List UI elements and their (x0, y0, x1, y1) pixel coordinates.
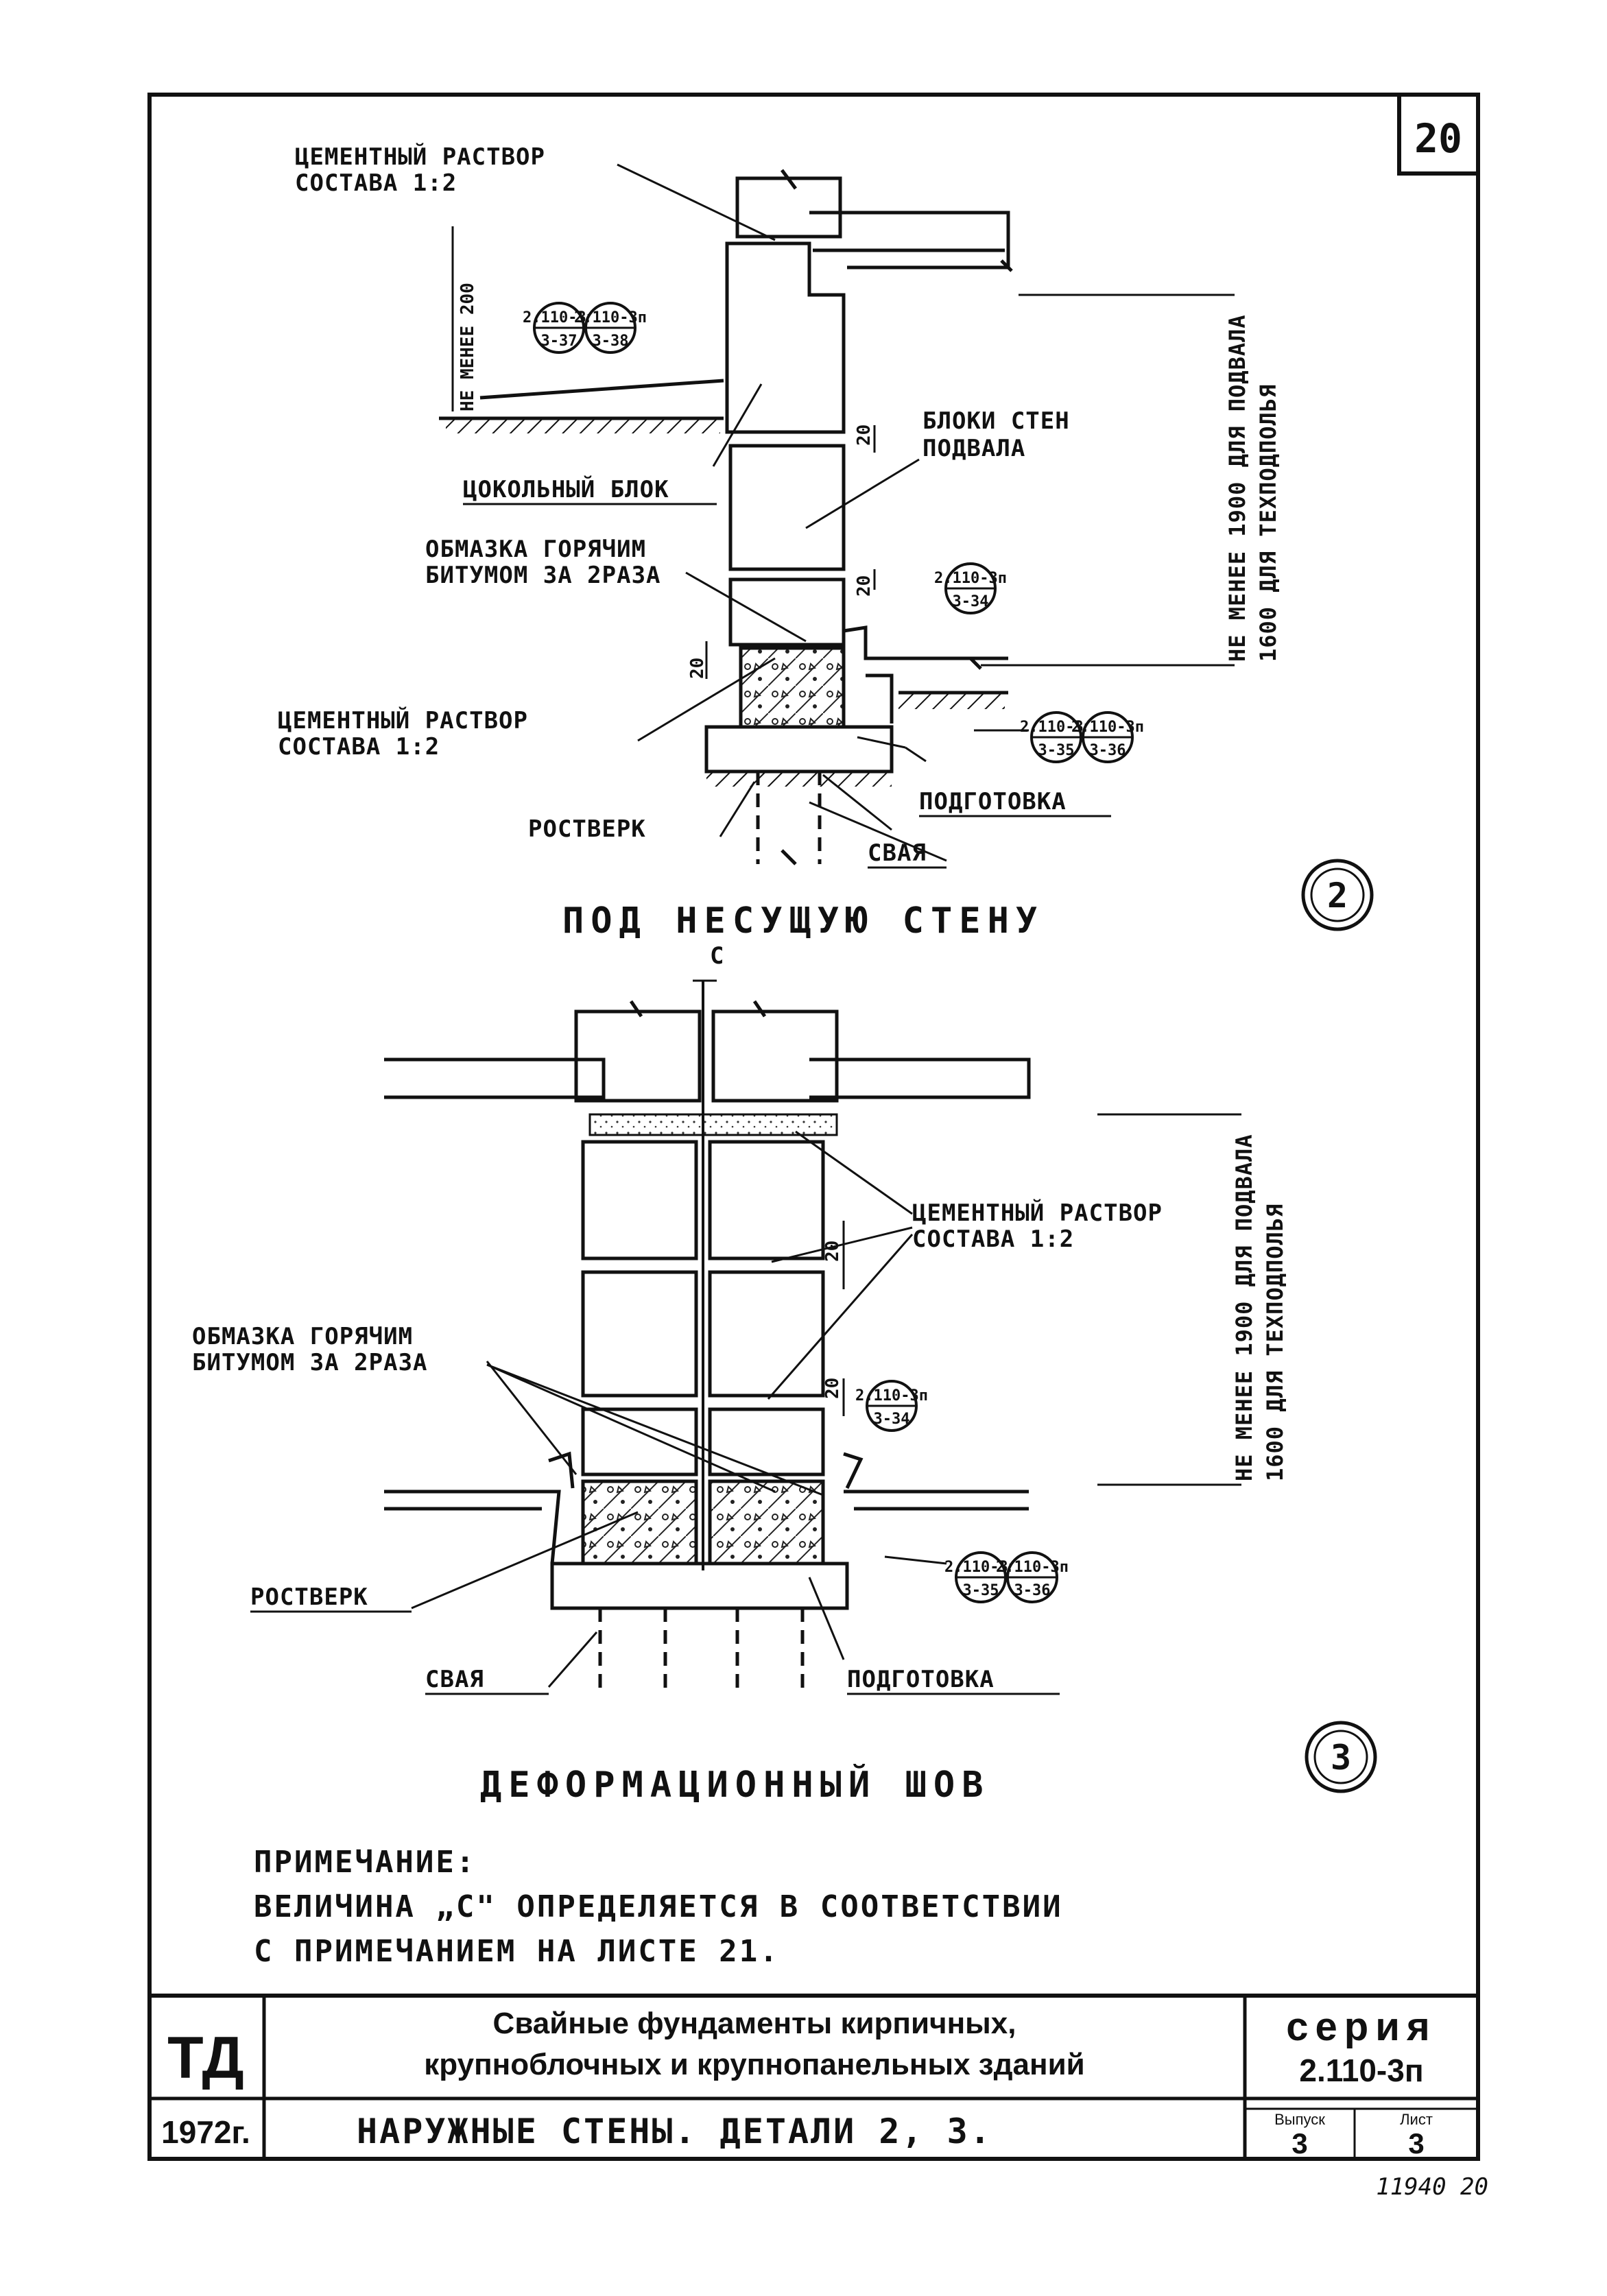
d3-ref-bubble-3-34: 2.110-3п 3-34 (855, 1380, 928, 1432)
preparation-label: ПОДГОТОВКА (847, 1666, 995, 1693)
sheet-frame (147, 93, 1480, 2161)
ref4-top-label: 2.110-3п (1020, 719, 1093, 736)
ref5-bot-label: 3-36 (1090, 742, 1126, 759)
ref2-bot-label: 3-38 (593, 333, 629, 350)
dim-20-c-label: 20 (687, 658, 708, 679)
min-depth-left-label: НЕ МЕНЕЕ 200 (457, 283, 478, 411)
detail-2-caption: ПОД НЕСУЩУЮ СТЕНУ (562, 900, 1044, 942)
mortar-2-label: СОСТАВА 1:2 (912, 1225, 1074, 1253)
note-block: ПРИМЕЧАНИЕ: ВЕЛИЧИНА „С" ОПРЕДЕЛЯЕТСЯ В … (254, 1845, 1063, 1969)
bitumen-1-label: ОБМАЗКА ГОРЯЧИМ (425, 536, 646, 563)
footer-stamp: 11940 20 (1376, 2173, 1488, 2201)
dim-20-a-label: 20 (822, 1241, 843, 1262)
ref2-top-label: 2.110-3п (944, 1559, 1017, 1576)
height-2-label: 1600 ДЛЯ ТЕХПОДПОЛЬЯ (1262, 1204, 1288, 1481)
bitumen-1-label: ОБМАЗКА ГОРЯЧИМ (192, 1323, 413, 1350)
detail-3-labels: С ЦЕМЕНТНЫЙ РАСТВОР СОСТАВА 1:2 ОБМАЗКА … (192, 942, 1377, 1806)
d3-ref-bubble-3-36: 2.110-3п 3-36 (996, 1551, 1069, 1603)
mortar-bot-2-label: СОСТАВА 1:2 (278, 733, 440, 761)
bitumen-2-label: БИТУМОМ ЗА 2РАЗА (192, 1349, 428, 1376)
ref3-top-label: 2.110-3п (996, 1559, 1069, 1576)
detail-2-drawing (439, 163, 1235, 865)
ref5-top-label: 2.110-3п (1071, 719, 1144, 736)
d3-ref-bubble-3-35: 2.110-3п 3-35 (944, 1551, 1017, 1603)
ref2-bot-label: 3-35 (963, 1582, 999, 1599)
grillage-label: РОСТВЕРК (528, 815, 646, 843)
height-1-label: НЕ МЕНЕЕ 1900 ДЛЯ ПОДВАЛА (1224, 314, 1250, 662)
number-label: 2 (1327, 876, 1348, 916)
mortar-1-label: ЦЕМЕНТНЫЙ РАСТВОР (912, 1199, 1163, 1227)
ref1-top-label: 2.110-3п (855, 1387, 928, 1404)
number-label: 3 (1331, 1738, 1351, 1778)
sheet-subtitle: НАРУЖНЫЕ СТЕНЫ. ДЕТАЛИ 2, 3. (357, 2112, 992, 2151)
preparation-label: ПОДГОТОВКА (919, 788, 1067, 815)
detail-2-labels: ЦЕМЕНТНЫЙ РАСТВОР СОСТАВА 1:2 НЕ МЕНЕЕ 2… (278, 143, 1374, 942)
issue-label: Выпуск (1274, 2111, 1325, 2128)
c-mark-label: С (710, 942, 724, 970)
ref4-bot-label: 3-35 (1038, 742, 1075, 759)
sheet-label: Лист (1400, 2111, 1433, 2128)
ref1-bot-label: 3-37 (541, 333, 578, 350)
height-2-label: 1600 ДЛЯ ТЕХПОДПОЛЬЯ (1255, 384, 1281, 662)
detail-3-drawing (384, 979, 1241, 1694)
ref-bubble-3-36: 2.110-3п 3-36 (1071, 711, 1144, 763)
basement-blocks-1-label: БЛОКИ СТЕН (922, 407, 1070, 435)
series-label: серия (1286, 2005, 1436, 2049)
ref3-bot-label: 3-36 (1014, 1582, 1051, 1599)
heading-label: ПРИМЕЧАНИЕ: (254, 1845, 476, 1880)
title-block: ТД 1972г. Свайные фундаменты кирпичных, … (150, 1994, 1478, 2160)
series-value: 2.110-3п (1299, 2053, 1423, 2088)
dim-20-b-label: 20 (854, 575, 874, 597)
mortar-top-2-label: СОСТАВА 1:2 (295, 169, 457, 197)
issue-value: 3 (1291, 2127, 1307, 2160)
detail-3-caption: ДЕФОРМАЦИОННЫЙ ШОВ (480, 1764, 990, 1806)
mortar-top-1-label: ЦЕМЕНТНЫЙ РАСТВОР (295, 143, 545, 171)
ref2-top-label: 2.110-3п (574, 309, 647, 326)
sheet-number: 20 (1414, 115, 1462, 162)
height-1-label: НЕ МЕНЕЕ 1900 ДЛЯ ПОДВАЛА (1231, 1134, 1257, 1481)
ref3-bot-label: 3-34 (953, 593, 989, 610)
ref-bubble-3-35: 2.110-3п 3-35 (1020, 711, 1093, 763)
bitumen-2-label: БИТУМОМ ЗА 2РАЗА (425, 562, 661, 589)
mortar-bot-1-label: ЦЕМЕНТНЫЙ РАСТВОР (278, 706, 528, 734)
org-code: ТД (167, 2025, 244, 2091)
ref1-bot-label: 3-34 (874, 1411, 910, 1428)
ref3-top-label: 2.110-3п (934, 570, 1007, 587)
ref-bubble-3-38: 2.110-3п 3-38 (574, 302, 647, 354)
dim-20-a-label: 20 (854, 424, 874, 446)
dim-20-b-label: 20 (822, 1378, 843, 1399)
sheet-value: 3 (1408, 2127, 1424, 2160)
sheet-number-box: 20 (1397, 93, 1480, 176)
ref-bubble-3-34: 2.110-3п 3-34 (934, 562, 1007, 614)
line2-label: С ПРИМЕЧАНИЕМ НА ЛИСТЕ 21. (254, 1934, 780, 1969)
title-line-2: крупноблочных и крупнопанельных зданий (424, 2048, 1084, 2081)
pile-label: СВАЯ (425, 1666, 484, 1693)
basement-blocks-2-label: ПОДВАЛА (922, 435, 1025, 462)
plinth-block-label: ЦОКОЛЬНЫЙ БЛОК (463, 475, 669, 503)
ref-bubble-3-37: 2.110-3п 3-37 (523, 302, 595, 354)
line1-label: ВЕЛИЧИНА „С" ОПРЕДЕЛЯЕТСЯ В СООТВЕТСТВИИ (254, 1889, 1063, 1924)
detail-2-number-badge: 2 (1301, 859, 1374, 931)
title-line-1: Свайные фундаменты кирпичных, (493, 2007, 1016, 2040)
year: 1972г. (161, 2114, 250, 2150)
grillage-label: РОСТВЕРК (250, 1583, 368, 1611)
pile-label: СВАЯ (868, 839, 927, 867)
ref1-top-label: 2.110-3п (523, 309, 595, 326)
detail-3-number-badge: 3 (1305, 1721, 1377, 1793)
